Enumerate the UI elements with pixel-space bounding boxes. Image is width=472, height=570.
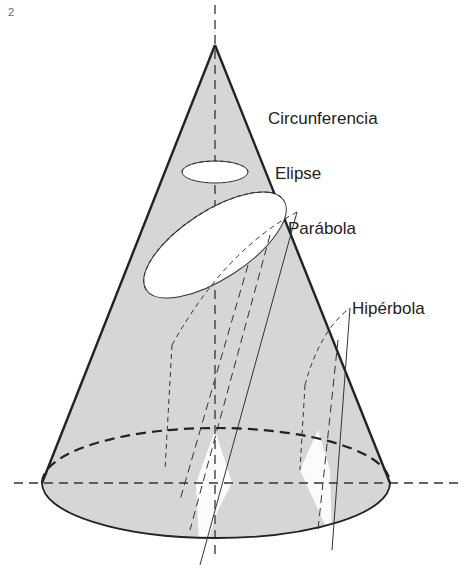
- section-label: Elipse: [275, 165, 321, 184]
- section-label: Hipérbola: [352, 300, 425, 319]
- section-label: Circunferencia: [268, 110, 378, 129]
- figure-number: 2: [8, 6, 14, 18]
- section-label: Parábola: [288, 220, 356, 239]
